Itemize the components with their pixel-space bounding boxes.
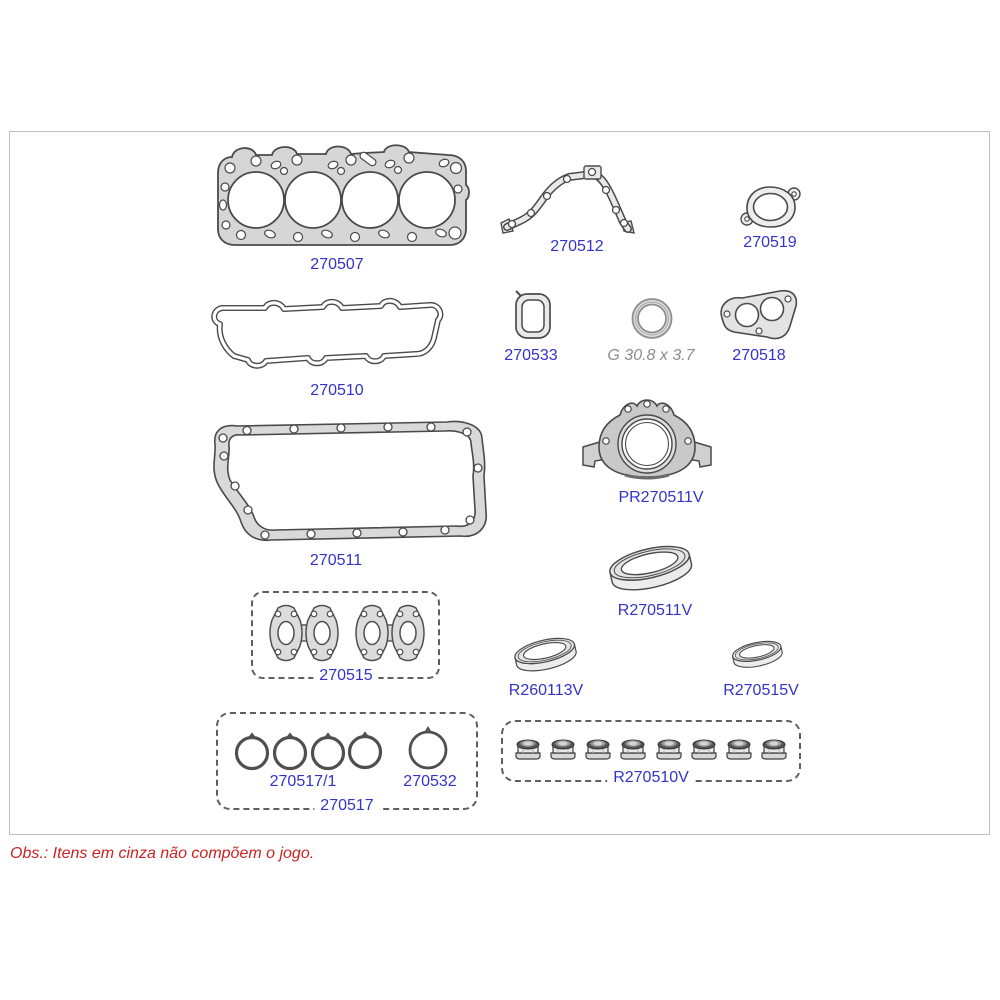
valve-stem-seal-drawing [515, 739, 541, 760]
valve-stem-seal-drawing [761, 739, 787, 760]
valve-stem-seal-drawing [585, 739, 611, 760]
sealing-ring-drawing [308, 731, 348, 771]
part-label-270511: 270511 [309, 552, 363, 569]
part-label-270507: 270507 [310, 256, 364, 273]
square-ring-gasket-drawing [513, 290, 553, 342]
valve-stem-seals-group-box: R270510V [501, 720, 801, 787]
oil-seal-small-drawing [725, 636, 789, 670]
rear-main-seal-housing-drawing [580, 397, 714, 485]
small-flange-gasket-drawing [739, 183, 801, 231]
valve-stem-seal-drawing [691, 739, 717, 760]
part-label-270517: 270517 [314, 797, 380, 815]
cylinder-head-gasket-drawing [208, 141, 476, 251]
sealing-ring-drawing [270, 731, 310, 771]
valve-stem-seal-row [513, 734, 789, 760]
sealing-ring-drawing [232, 731, 272, 771]
part-label-270512: 270512 [550, 238, 604, 255]
gray-items-note: Obs.: Itens em cinza não compõem o jogo. [10, 845, 315, 862]
valve-stem-seal-drawing [726, 739, 752, 760]
valve-cover-gasket-drawing [204, 294, 480, 380]
valve-stem-seal-drawing [550, 739, 576, 760]
part-label-270510: 270510 [310, 382, 364, 399]
crankshaft-seal-drawing [597, 538, 703, 594]
part-label-270515: 270515 [313, 667, 379, 685]
part-label-270533: 270533 [504, 347, 558, 364]
part-label-pr270511v: PR270511V [618, 489, 704, 506]
part-label-270519: 270519 [743, 234, 797, 251]
valve-stem-seal-drawing [620, 739, 647, 760]
part-label-r270515v: R270515V [723, 682, 799, 699]
manifold-gasket-group-box: 270515 [251, 591, 440, 685]
part-label-270532: 270532 [403, 773, 457, 790]
sealing-ring-large-drawing [405, 725, 451, 771]
sealing-rings-group-box: 270517/1 270532 270517 [216, 712, 478, 815]
valve-stem-seal-drawing [655, 739, 682, 760]
exhaust-manifold-gasket-drawing [351, 600, 429, 666]
oil-seal-large-drawing [505, 632, 585, 674]
o-ring-drawing [629, 297, 675, 341]
part-label-r260113v: R260113V [508, 682, 584, 699]
part-label-r270510v: R270510V [607, 769, 695, 787]
part-label-r270511v: R270511V [617, 602, 693, 619]
part-label-270517-1: 270517/1 [269, 773, 337, 790]
sealing-ring-drawing [345, 730, 385, 770]
part-label-oring: G 30.8 x 3.7 [607, 347, 695, 364]
diagram-border-box: 270507 270512 [9, 131, 990, 835]
oil-pan-gasket-drawing [199, 418, 494, 546]
timing-cover-gasket-drawing [498, 165, 638, 237]
exhaust-manifold-gasket-drawing [265, 600, 343, 666]
exhaust-flange-gasket-drawing [714, 288, 800, 342]
part-label-270518: 270518 [732, 347, 786, 364]
